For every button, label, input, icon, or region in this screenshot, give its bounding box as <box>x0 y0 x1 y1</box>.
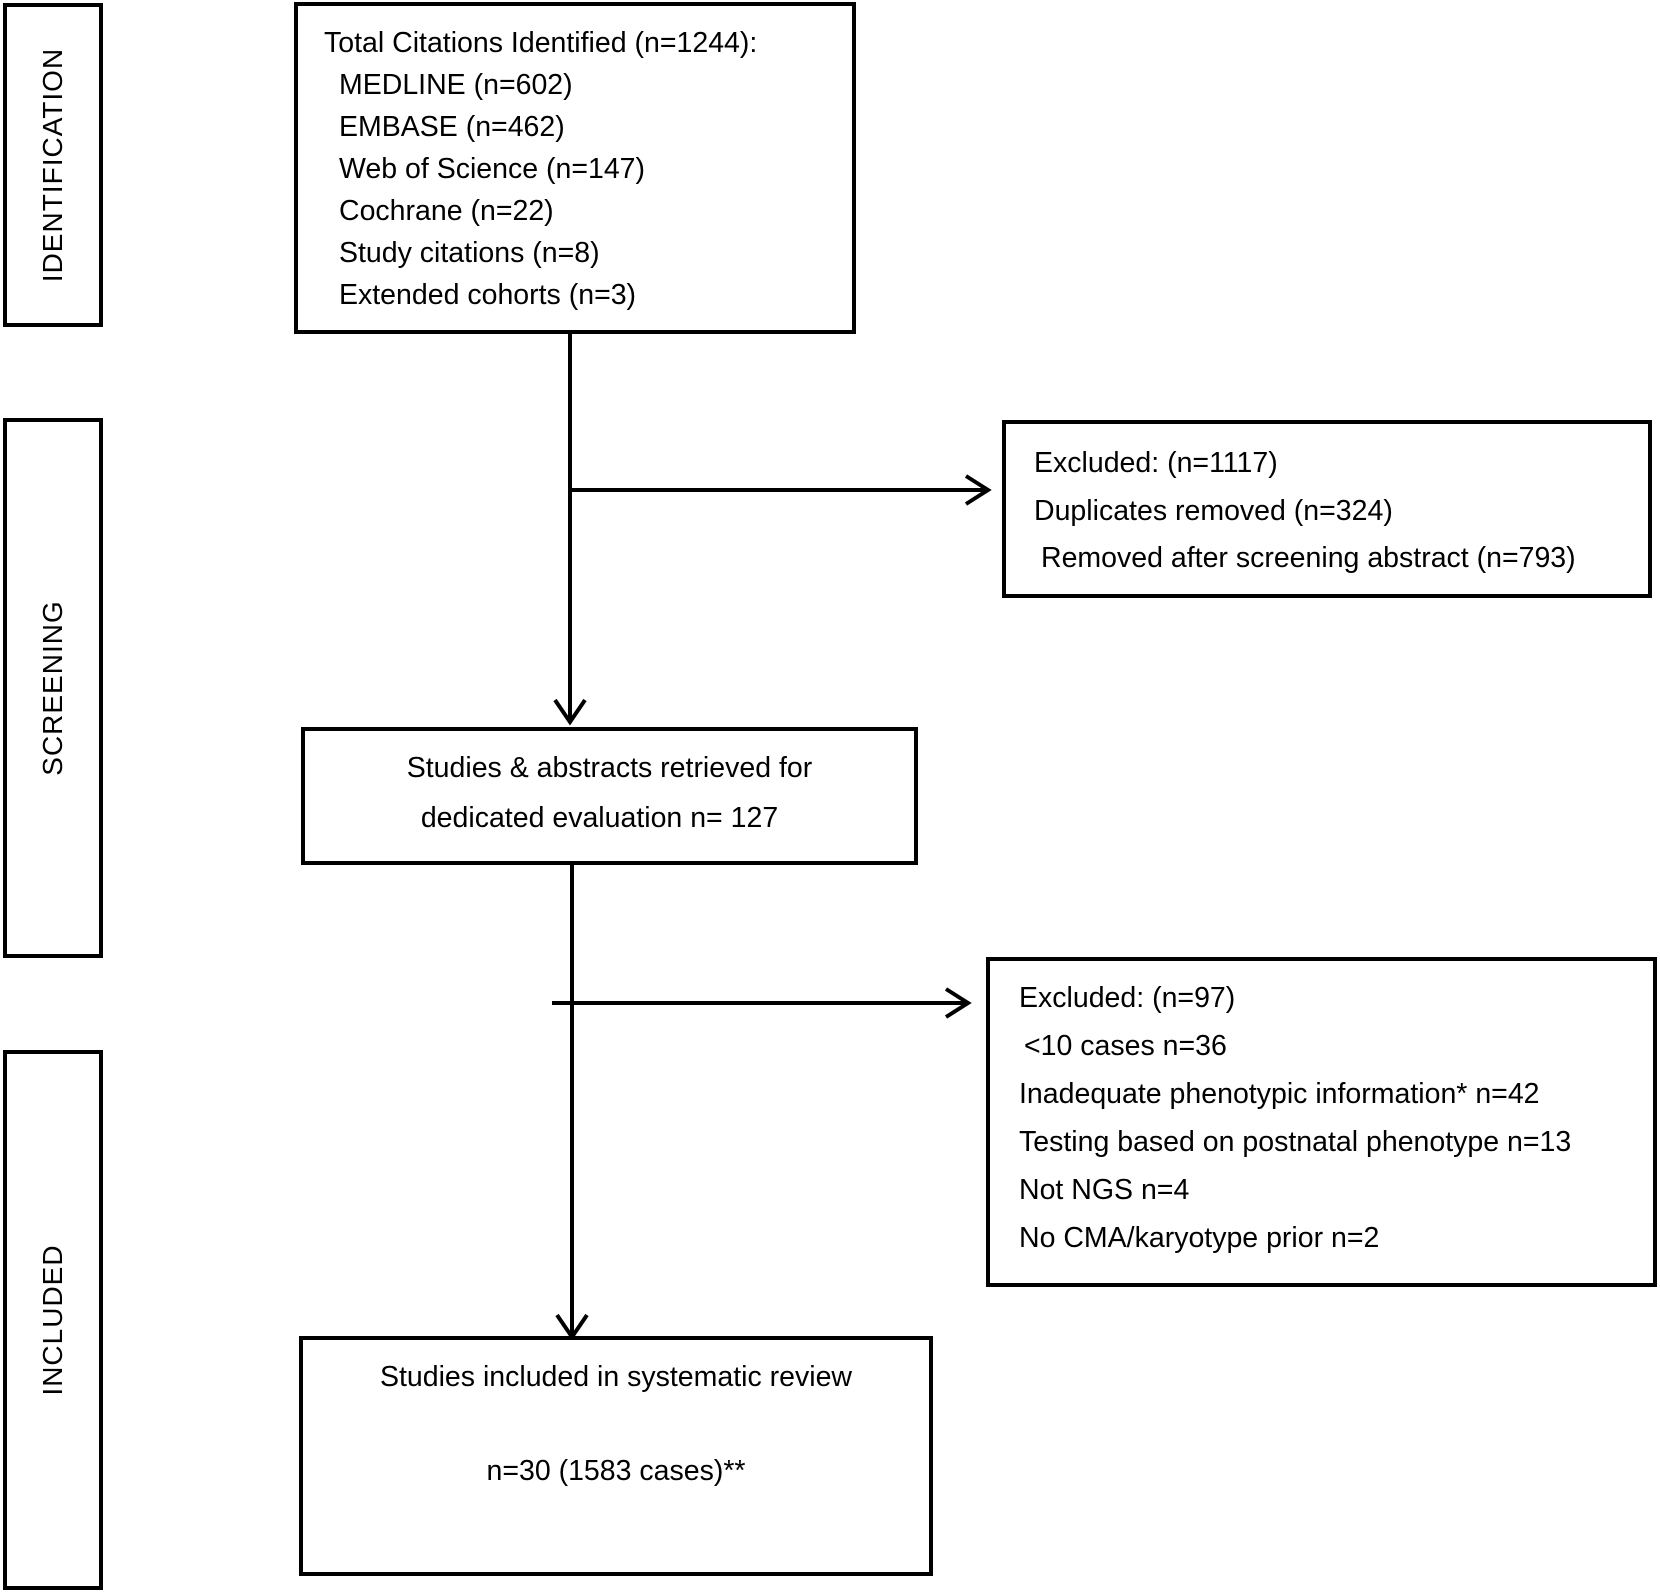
stage-screening: SCREENING <box>3 418 103 958</box>
stage-identification: IDENTIFICATION <box>3 3 103 327</box>
excluded-second-title: Excluded: (n=97) <box>1019 982 1236 1014</box>
excluded-second-item: <10 cases n=36 <box>1024 1030 1227 1062</box>
stage-screening-label: SCREENING <box>37 600 68 776</box>
source-study-citations: Study citations (n=8) <box>339 237 600 269</box>
excluded-second-item: Not NGS n=4 <box>1019 1174 1190 1206</box>
arrowhead-to-excluded-second <box>944 987 972 1019</box>
identified-box: Total Citations Identified (n=1244): MED… <box>294 2 856 334</box>
source-medline: MEDLINE (n=602) <box>339 69 573 101</box>
excluded-first-title: Excluded: (n=1117) <box>1034 447 1278 479</box>
retrieved-line-1: Studies & abstracts retrieved for <box>406 752 813 784</box>
included-line-2: n=30 (1583 cases)** <box>486 1455 746 1487</box>
stage-included: INCLUDED <box>3 1050 103 1590</box>
excluded-first-item: Removed after screening abstract (n=793) <box>1041 542 1576 574</box>
included-line-1: Studies included in systematic review <box>379 1361 853 1393</box>
source-embase: EMBASE (n=462) <box>339 111 565 143</box>
source-cochrane: Cochrane (n=22) <box>339 195 554 227</box>
retrieved-box: Studies & abstracts retrieved for dedica… <box>301 727 918 865</box>
excluded-second-box: Excluded: (n=97) <10 cases n=36 Inadequa… <box>986 957 1657 1287</box>
stage-included-label: INCLUDED <box>37 1244 68 1396</box>
retrieved-line-2: dedicated evaluation n= 127 <box>420 802 779 834</box>
excluded-first-box: Excluded: (n=1117) Duplicates removed (n… <box>1002 420 1652 598</box>
excluded-second-item: No CMA/karyotype prior n=2 <box>1019 1222 1380 1254</box>
excluded-second-item: Inadequate phenotypic information* n=42 <box>1019 1078 1540 1110</box>
excluded-first-item: Duplicates removed (n=324) <box>1034 495 1393 527</box>
excluded-second-item: Testing based on postnatal phenotype n=1… <box>1019 1126 1572 1158</box>
arrowhead-to-excluded-first <box>964 474 992 506</box>
included-box: Studies included in systematic review n=… <box>299 1336 933 1576</box>
identified-title: Total Citations Identified (n=1244): <box>324 27 758 59</box>
source-extended-cohorts: Extended cohorts (n=3) <box>339 279 637 311</box>
source-web-of-science: Web of Science (n=147) <box>339 153 646 185</box>
stage-identification-label: IDENTIFICATION <box>37 47 68 283</box>
arrowhead-to-retrieved <box>553 698 587 726</box>
